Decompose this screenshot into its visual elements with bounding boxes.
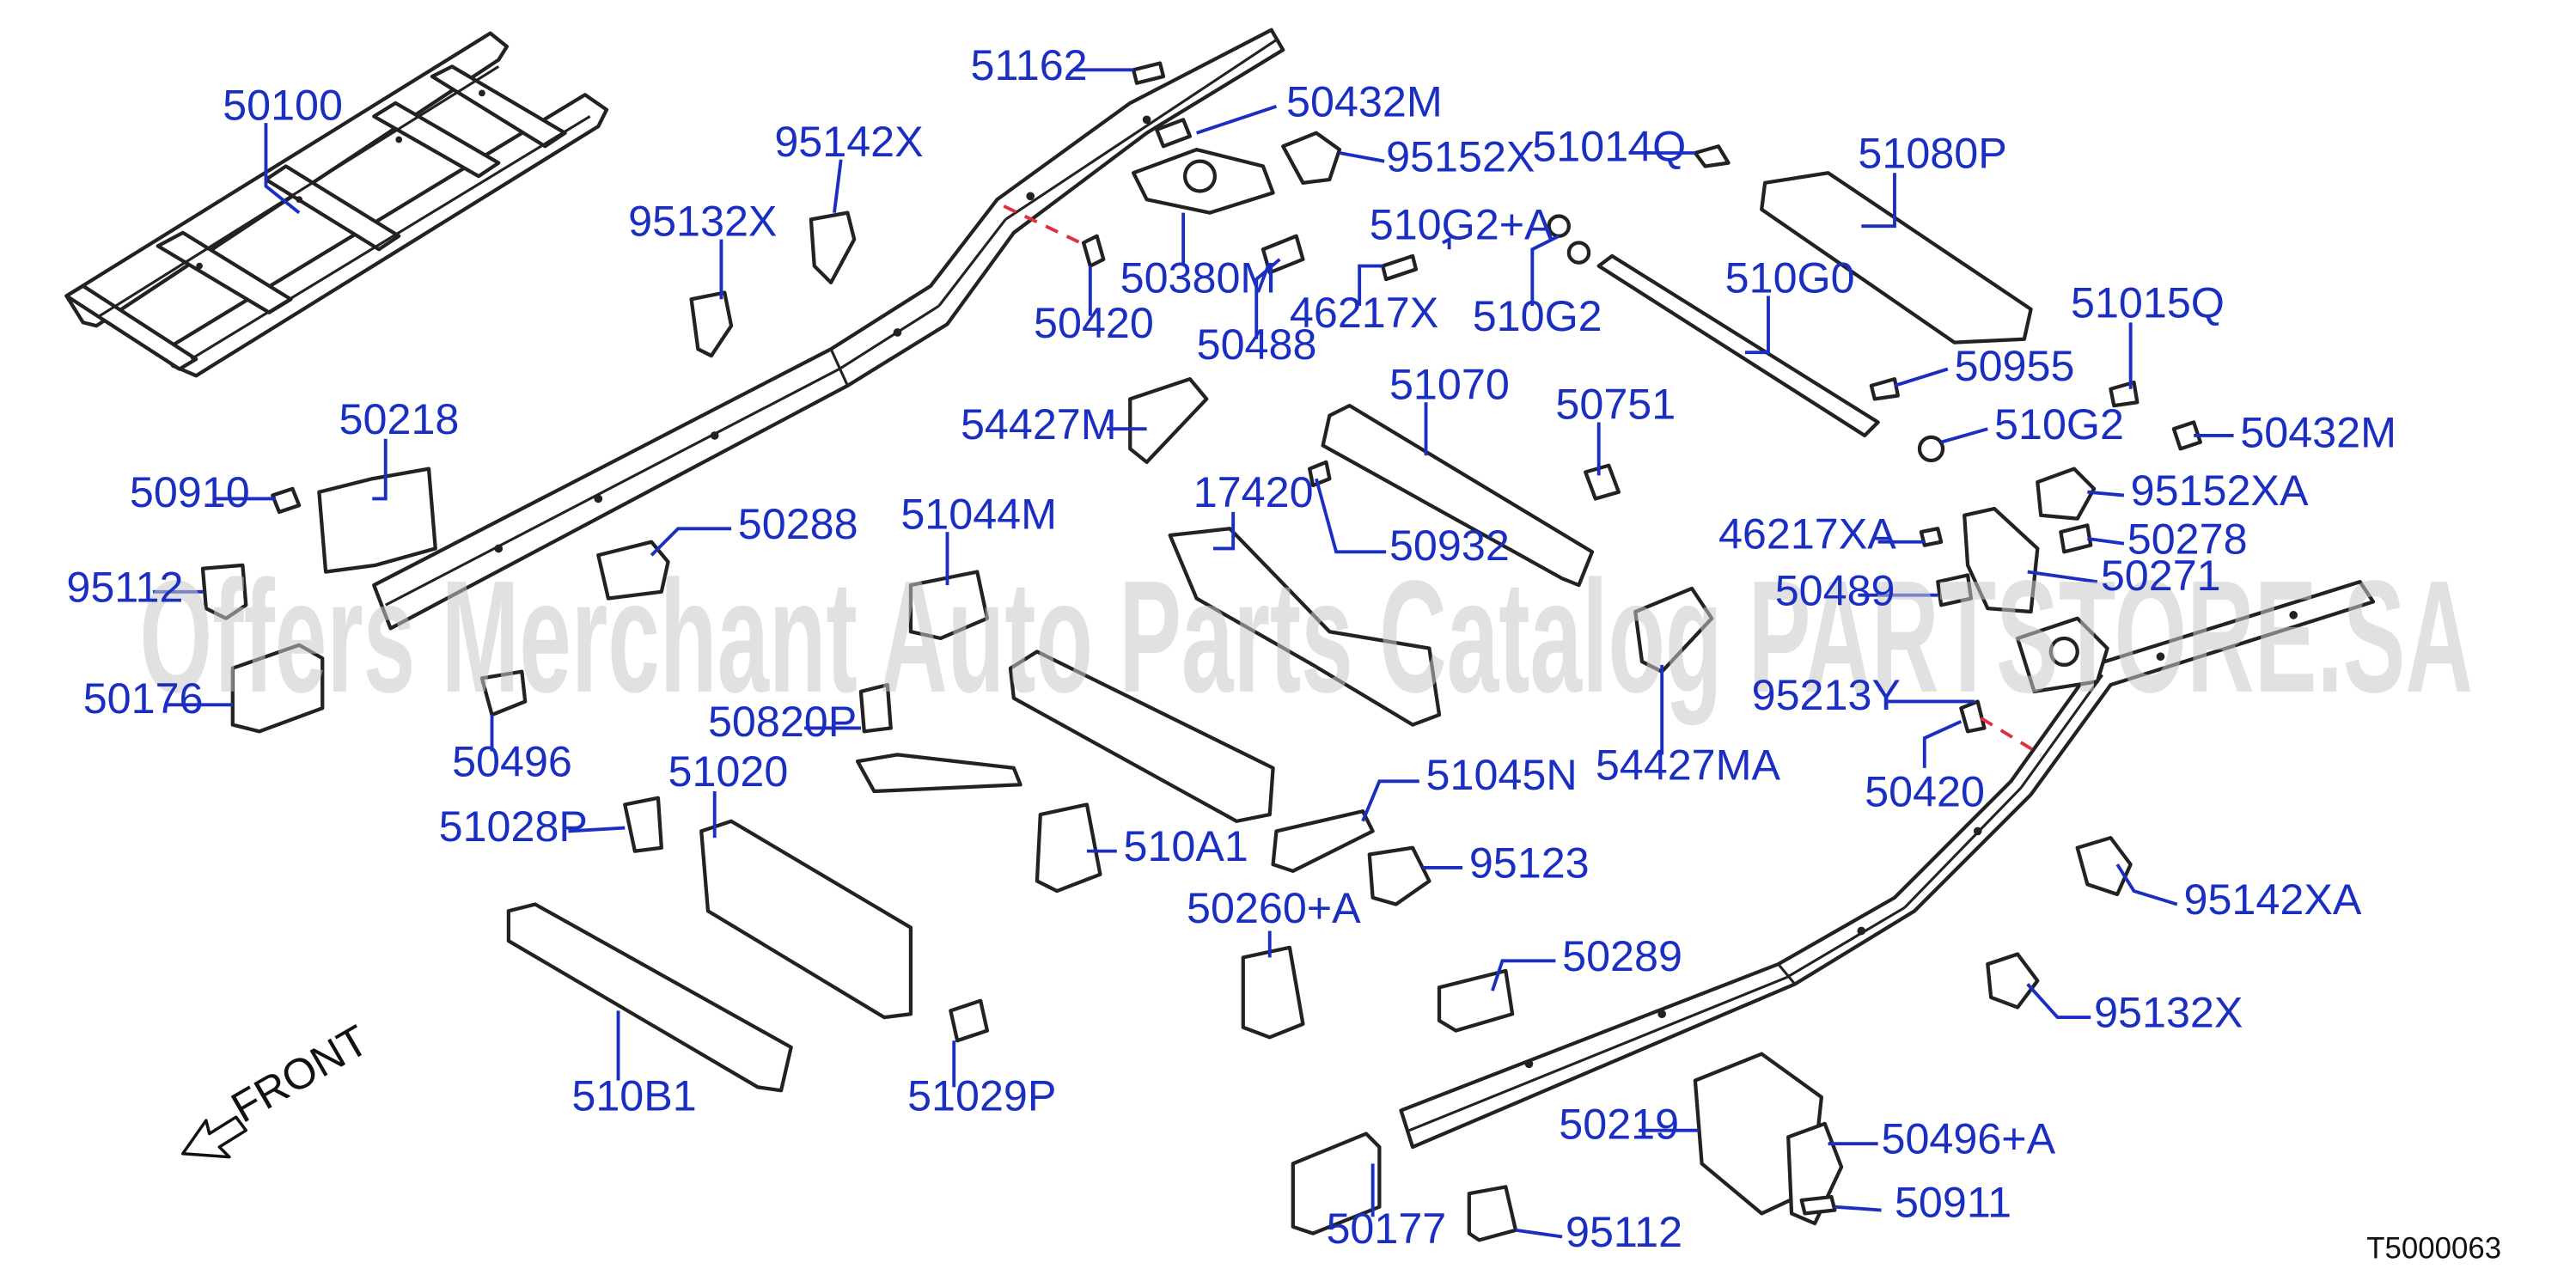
part-label-95112: 95112 <box>66 562 183 611</box>
part-label-51070: 51070 <box>1389 359 1510 408</box>
part-label-510G2: 510G2 <box>1473 291 1602 340</box>
right-side-rail-drawing <box>1399 580 2376 1150</box>
part-label-50496: 50496 <box>452 737 572 786</box>
part-label-50100: 50100 <box>223 80 343 129</box>
part-label-51028P: 51028P <box>439 802 588 851</box>
part-label-51014Q: 51014Q <box>1532 122 1686 171</box>
part-label-46217XA: 46217XA <box>1718 509 1896 558</box>
part-label-50488: 50488 <box>1197 320 1317 369</box>
watermark: Offers Merchant Auto Parts Catalog PARTS… <box>139 548 2473 726</box>
part-drawings <box>200 61 2202 1242</box>
part-label-50278: 50278 <box>2127 514 2248 563</box>
alignment-line-left <box>1003 204 1082 245</box>
part-label-50260A: 50260+A <box>1187 883 1361 932</box>
part-label-95213Y: 95213Y <box>1752 670 1901 719</box>
part-label-17420: 17420 <box>1193 467 1314 516</box>
part-label-50289: 50289 <box>1562 931 1682 980</box>
part-label-50176: 50176 <box>83 674 204 723</box>
part-label-50432M-right: 50432M <box>2240 407 2396 456</box>
part-label-50420-right: 50420 <box>1865 766 1985 815</box>
part-label-50380M: 50380M <box>1120 253 1277 302</box>
part-label-54427M: 54427M <box>961 400 1117 448</box>
part-label-51162: 51162 <box>971 40 1088 89</box>
part-label-95123: 95123 <box>1469 839 1590 888</box>
part-label-510G2-right: 510G2 <box>1994 400 2124 448</box>
part-label-50910: 50910 <box>130 467 250 516</box>
drawing-code: T5000063 <box>2366 1232 2501 1266</box>
front-indicator: FRONT <box>181 1015 376 1159</box>
part-label-50288: 50288 <box>738 499 858 548</box>
part-label-510B1: 510B1 <box>571 1071 696 1119</box>
frame-assembly-drawing <box>64 31 609 378</box>
left-side-rail-drawing <box>372 27 1285 631</box>
part-label-95152XA: 95152XA <box>2131 466 2309 515</box>
front-label: FRONT <box>223 1015 375 1132</box>
part-label-50218: 50218 <box>339 394 460 443</box>
front-arrow-icon <box>181 1115 248 1159</box>
part-label-51015Q: 51015Q <box>2071 278 2225 327</box>
part-label-95132X: 95132X <box>628 197 777 246</box>
part-label-95132X-right: 95132X <box>2094 988 2243 1037</box>
part-label-51029P: 51029P <box>907 1071 1056 1119</box>
part-label-50911: 50911 <box>1895 1177 2011 1226</box>
part-label-50271: 50271 <box>2101 551 2221 600</box>
part-label-95152X: 95152X <box>1386 131 1535 180</box>
part-label-50820P: 50820P <box>708 697 857 746</box>
part-label-50420: 50420 <box>1034 298 1154 347</box>
leader-lines <box>152 68 2234 1239</box>
part-label-51045N: 51045N <box>1426 750 1578 799</box>
part-label-95142X: 95142X <box>774 117 923 166</box>
part-label-50955: 50955 <box>1955 341 2075 390</box>
part-label-51020: 51020 <box>668 747 789 796</box>
part-label-50489: 50489 <box>1775 565 1895 614</box>
part-label-95142XA: 95142XA <box>2184 875 2362 924</box>
alignment-line-right <box>1980 717 2042 757</box>
part-labels: 50100 51162 50432M 95142X 95152X 51014Q … <box>66 40 2396 1256</box>
part-label-50751: 50751 <box>1555 380 1676 429</box>
part-label-50177: 50177 <box>1326 1204 1446 1253</box>
part-label-510G2A: 510G2+A <box>1370 200 1554 249</box>
part-label-50219: 50219 <box>1559 1099 1679 1148</box>
part-label-46217X: 46217X <box>1290 288 1438 337</box>
part-label-54427MA: 54427MA <box>1596 740 1781 789</box>
part-label-51080P: 51080P <box>1858 128 2006 177</box>
part-label-510G0: 510G0 <box>1725 253 1855 302</box>
part-label-50496A: 50496+A <box>1882 1114 2056 1163</box>
part-label-510A1: 510A1 <box>1124 821 1248 870</box>
part-label-50932: 50932 <box>1389 521 1510 570</box>
part-label-50432M: 50432M <box>1286 76 1443 125</box>
part-label-95112-bottom: 95112 <box>1566 1207 1682 1256</box>
part-label-51044M: 51044M <box>900 489 1057 538</box>
